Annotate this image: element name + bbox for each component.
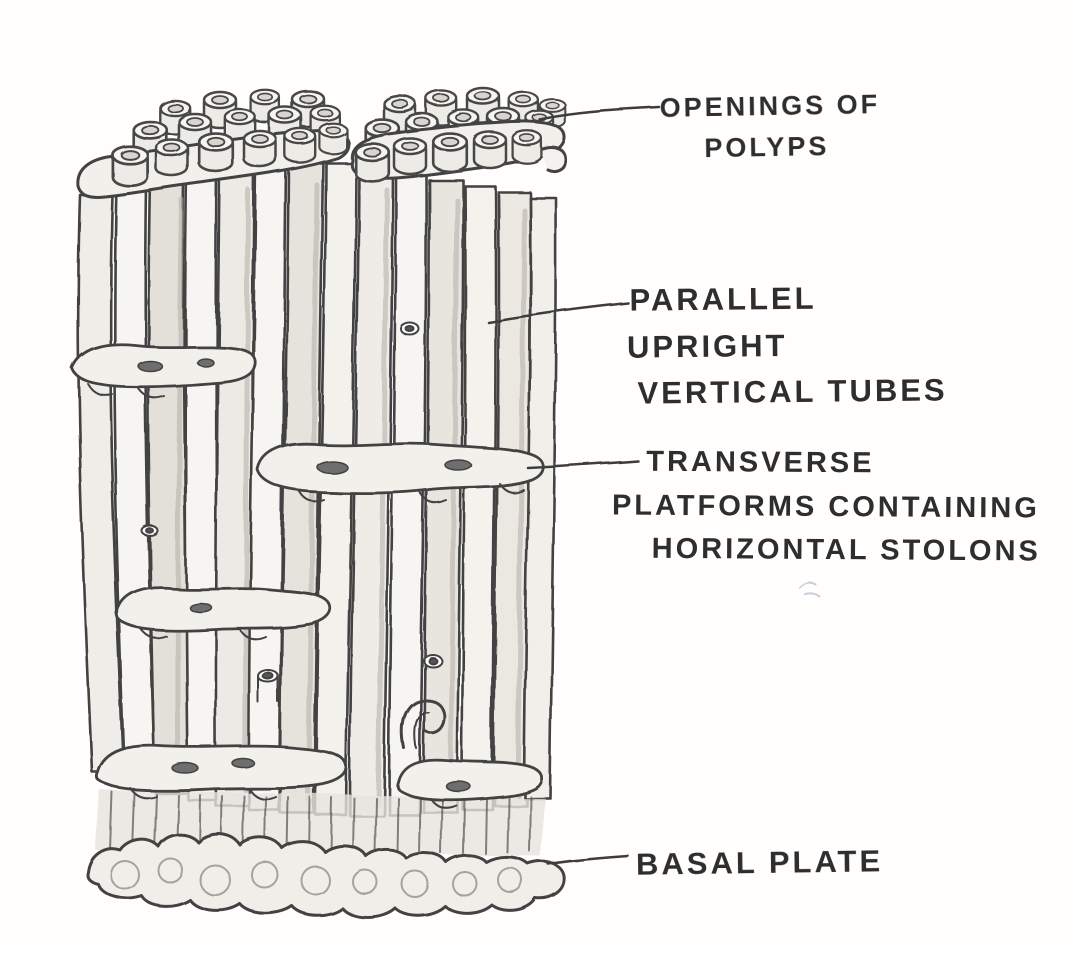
label-line: PARALLEL [629,280,817,318]
transverse-platform [70,342,257,389]
polyp-opening [197,132,235,173]
polyp-opening [111,144,149,188]
polyp-opening [511,129,543,165]
polyp-opening [242,129,278,169]
polyp-opening [472,130,508,170]
label-basal-plate: BASAL PLATE [636,838,884,888]
label-line: OPENINGS OF [659,89,881,123]
stolon-hole [316,460,348,474]
polyp-opening [392,136,428,176]
leader-line-basal [546,854,630,866]
transverse-platform [395,758,543,801]
wall-opening-hole [145,527,155,535]
polyp-opening [154,138,190,178]
stolon-hole [137,360,163,372]
polyp-opening [431,132,469,173]
platform-lip [129,787,277,801]
leader-lines-group [486,106,662,866]
label-line: VERTICAL TUBES [637,372,948,411]
vertical-tube [522,196,558,800]
platform-lip [299,483,525,504]
tube-wall-openings [141,322,442,703]
curved-tube [400,698,446,750]
stolon-hole [171,762,199,774]
label-line: UPRIGHT [626,327,788,365]
rim-curl [538,146,568,174]
leader-line-openings [538,106,662,122]
wall-opening-hole [262,672,274,680]
wall-opening-hole [427,656,437,664]
label-line: PLATFORMS CONTAINING [611,489,1040,524]
platform-lip [429,797,457,809]
leader-line-tubes [486,301,630,324]
tube-shading-strokes [174,182,527,808]
pencil-smudge [799,582,821,598]
label-transverse-platforms: TRANSVERSE PLATFORMS CONTAINING HORIZONT… [612,441,1042,574]
label-line: BASAL PLATE [635,843,884,882]
leader-line-platforms [526,459,640,470]
polyp-opening [318,122,348,155]
vertical-tube [460,184,497,811]
polyp-opening [283,127,317,164]
label-parallel-upright-vertical-tubes: PARALLEL UPRIGHT VERTICAL TUBES [626,274,948,417]
stolon-hole [188,601,212,613]
stolon-hole [196,357,214,367]
label-line: TRANSVERSE [646,445,875,480]
vertical-tube [183,169,220,802]
wall-opening-hole [405,325,415,333]
platform-lip [87,383,165,399]
transverse-platforms-group [70,342,545,809]
label-line: POLYPS [704,130,830,163]
platform-lip [139,627,267,641]
label-line: HORIZONTAL STOLONS [651,532,1041,568]
stolon-hole [231,757,255,769]
transverse-platform [115,586,332,632]
small-front-tube [257,675,279,703]
polyp-openings-group [76,87,568,199]
transverse-platform [95,744,348,792]
basal-plate-lumps [110,857,523,898]
label-openings-of-polyps: OPENINGS OF POLYPS [659,84,881,169]
stolon-hole [444,459,472,471]
stolon-hole [445,780,471,792]
pencil-drawing-group [70,87,821,919]
polyp-opening [353,142,391,183]
